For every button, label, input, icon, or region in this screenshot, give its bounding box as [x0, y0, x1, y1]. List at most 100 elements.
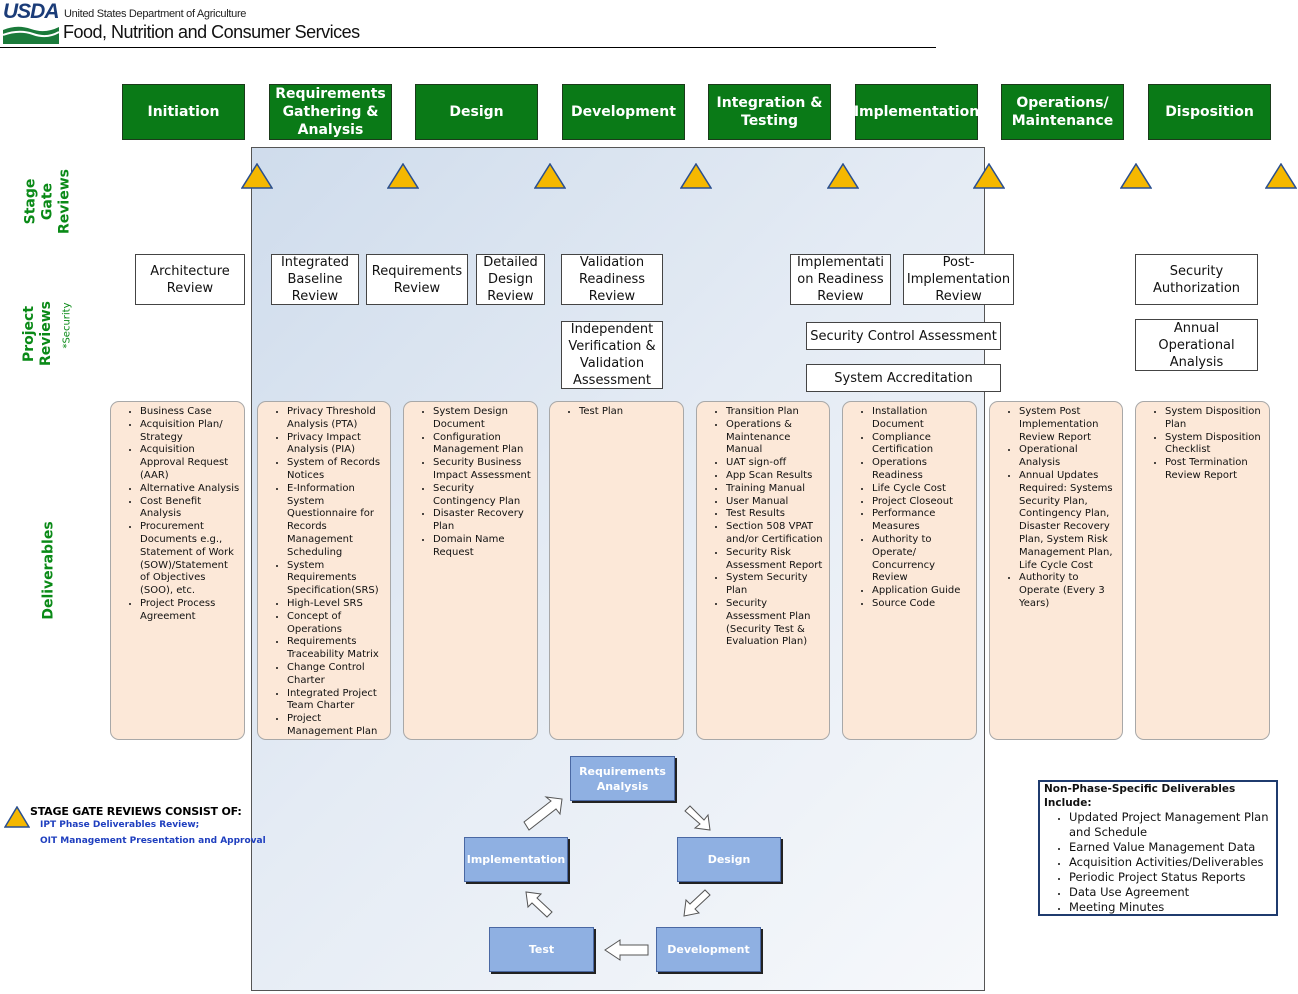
list-item: Acquisition Plan/ Strategy: [140, 419, 240, 445]
agency-name: Food, Nutrition and Consumer Services: [63, 22, 360, 42]
list-item: Privacy Impact Analysis (PIA): [287, 432, 386, 458]
list-item: System Security Plan: [726, 572, 825, 598]
security-note: *Security: [61, 302, 73, 349]
list-item: Authority to Operate/ Concurrency Review: [872, 534, 972, 585]
deliverables-requirements: Privacy Threshold Analysis (PTA)Privacy …: [257, 401, 391, 740]
list-item: Domain Name Request: [433, 534, 533, 560]
list-item: Cost Benefit Analysis: [140, 496, 240, 522]
deliverables-list: Installation DocumentCompliance Certific…: [843, 406, 972, 611]
list-item: Authority to Operate (Every 3 Years): [1019, 572, 1118, 610]
list-item: Life Cycle Cost: [872, 483, 972, 496]
requirements-review: Requirements Review: [366, 254, 468, 305]
deliverables-list: Transition PlanOperations & Maintenance …: [697, 406, 825, 649]
list-item: Section 508 VPAT and/or Certification: [726, 521, 825, 547]
list-item: Operations & Maintenance Manual: [726, 419, 825, 457]
deliverables-initiation: Business CaseAcquisition Plan/ StrategyA…: [110, 401, 245, 740]
list-item: Transition Plan: [726, 406, 825, 419]
project-reviews-label: Project Reviews: [21, 284, 55, 384]
list-item: System Disposition Checklist: [1165, 432, 1265, 458]
deliverables-operations: System Post Implementation Review Report…: [989, 401, 1123, 740]
list-item: Application Guide: [872, 585, 972, 598]
deliverables-implementation: Installation DocumentCompliance Certific…: [842, 401, 977, 740]
list-item: Security Risk Assessment Report: [726, 547, 825, 573]
list-item: Integrated Project Team Charter: [287, 688, 386, 714]
list-item: Security Business Impact Assessment: [433, 457, 533, 483]
stage-gate-5-icon: [827, 163, 859, 189]
list-item: E-Information System Questionnaire for R…: [287, 483, 386, 560]
list-item: Project Closeout: [872, 496, 972, 509]
list-item: Meeting Minutes: [1069, 900, 1272, 915]
list-item: Concept of Operations: [287, 611, 386, 637]
stage-gate-4-icon: [680, 163, 712, 189]
deliverables-list: Business CaseAcquisition Plan/ StrategyA…: [111, 406, 240, 624]
list-item: Acquisition Activities/Deliverables: [1069, 855, 1272, 870]
list-item: Earned Value Management Data: [1069, 840, 1272, 855]
phase-design: Design: [415, 84, 538, 140]
validation-readiness-review: Validation Readiness Review: [561, 254, 663, 305]
usda-logo-wave-icon: [3, 26, 59, 44]
list-item: System Requirements Specification(SRS): [287, 560, 386, 598]
security-control-assessment: Security Control Assessment: [806, 322, 1001, 350]
stage-gate-3-icon: [534, 163, 566, 189]
stage-gate-8-icon: [1265, 163, 1297, 189]
legend-stage-gate-icon: [4, 806, 30, 828]
deliverables-list: Privacy Threshold Analysis (PTA)Privacy …: [258, 406, 386, 739]
post-implementation-review: Post-Implementation Review: [903, 254, 1014, 305]
non-phase-title: Non-Phase-Specific Deliverables Include:: [1044, 783, 1236, 809]
list-item: Acquisition Approval Request (AAR): [140, 444, 240, 482]
deliverables-disposition: System Disposition PlanSystem Dispositio…: [1135, 401, 1270, 740]
list-item: Configuration Management Plan: [433, 432, 533, 458]
implementation-readiness-review: Implementati on Readiness Review: [790, 254, 891, 305]
list-item: Operational Analysis: [1019, 444, 1118, 470]
list-item: System Disposition Plan: [1165, 406, 1265, 432]
department-name: United States Department of Agriculture: [64, 8, 247, 20]
stage-gate-7-icon: [1120, 163, 1152, 189]
deliverables-integration-testing: Transition PlanOperations & Maintenance …: [696, 401, 830, 740]
list-item: Training Manual: [726, 483, 825, 496]
list-item: System of Records Notices: [287, 457, 386, 483]
list-item: Requirements Traceability Matrix: [287, 636, 386, 662]
list-item: Periodic Project Status Reports: [1069, 870, 1272, 885]
deliverables-list: System Disposition PlanSystem Dispositio…: [1136, 406, 1265, 483]
list-item: Post Termination Review Report: [1165, 457, 1265, 483]
list-item: Operations Readiness: [872, 457, 972, 483]
deliverables-list: System Design DocumentConfiguration Mana…: [404, 406, 533, 560]
cycle-requirements-analysis: Requirements Analysis: [570, 756, 675, 801]
header-divider: [0, 47, 936, 48]
phase-integration-testing: Integration & Testing: [708, 84, 831, 140]
list-item: Change Control Charter: [287, 662, 386, 688]
legend-item-ipt: IPT Phase Deliverables Review;: [40, 820, 200, 830]
list-item: Performance Measures: [872, 508, 972, 534]
phase-implementation: Implementation: [854, 84, 979, 140]
list-item: Test Plan: [579, 406, 679, 419]
list-item: Disaster Recovery Plan: [433, 508, 533, 534]
phase-operations: Operations/ Maintenance: [1001, 84, 1124, 140]
cycle-design: Design: [677, 837, 781, 882]
detailed-design-review: Detailed Design Review: [476, 254, 545, 305]
cycle-implementation: Implementation: [464, 837, 568, 882]
annual-operational-analysis: Annual Operational Analysis: [1135, 319, 1258, 371]
list-item: Annual Updates Required: Systems Securit…: [1019, 470, 1118, 572]
phase-initiation: Initiation: [122, 84, 245, 140]
phase-disposition: Disposition: [1148, 84, 1271, 140]
integrated-baseline-review: Integrated Baseline Review: [271, 254, 359, 305]
list-item: System Post Implementation Review Report: [1019, 406, 1118, 444]
project-reviews-label-text: Project Reviews: [21, 301, 54, 366]
list-item: System Design Document: [433, 406, 533, 432]
phase-requirements: Requirements Gathering & Analysis: [269, 84, 392, 140]
usda-logo-text: USDA: [3, 0, 60, 23]
stage-gate-6-icon: [973, 163, 1005, 189]
stage-gate-label-text: Stage Gate Reviews: [22, 169, 73, 234]
cycle-development: Development: [656, 927, 761, 972]
security-authorization: Security Authorization: [1135, 254, 1258, 305]
architecture-review: Architecture Review: [135, 254, 245, 305]
list-item: Security Assessment Plan (Security Test …: [726, 598, 825, 649]
legend-title: STAGE GATE REVIEWS CONSIST OF:: [30, 805, 242, 818]
list-item: Updated Project Management Plan and Sche…: [1069, 810, 1272, 840]
list-item: Source Code: [872, 598, 972, 611]
list-item: Data Use Agreement: [1069, 885, 1272, 900]
deliverables-design: System Design DocumentConfiguration Mana…: [403, 401, 538, 740]
list-item: Installation Document: [872, 406, 972, 432]
cycle-test: Test: [489, 927, 594, 972]
system-accreditation: System Accreditation: [806, 364, 1001, 392]
